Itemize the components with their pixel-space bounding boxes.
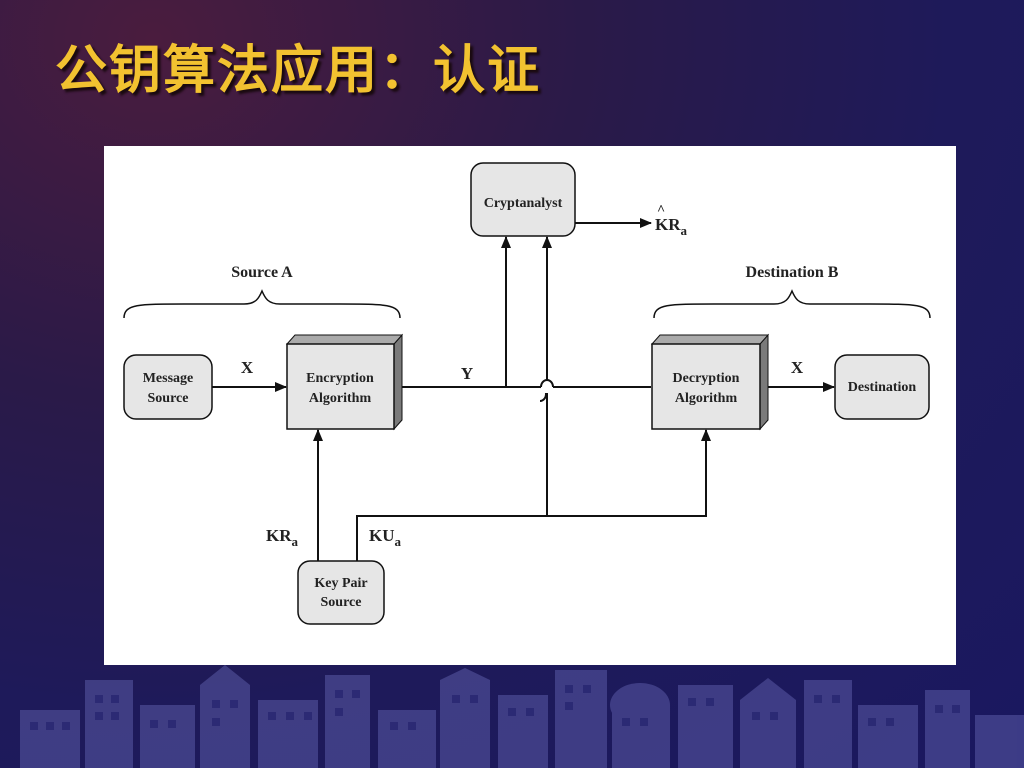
diagram-panel: Source A Destination B Message Source En… <box>104 146 956 665</box>
authentication-diagram: Source A Destination B Message Source En… <box>123 162 931 625</box>
source-a-label: Source A <box>231 264 293 281</box>
cryptanalyst-label: Cryptanalyst <box>484 196 563 211</box>
hop-gap <box>541 381 553 393</box>
estimated-key-base: KR <box>655 215 681 234</box>
encryption-line2: Algorithm <box>309 391 372 406</box>
destination-b-brace <box>653 289 931 319</box>
plaintext-in-label: X <box>241 358 254 377</box>
public-key-line <box>356 429 711 561</box>
source-a-brace <box>123 289 401 319</box>
private-key-sub: a <box>292 534 299 549</box>
slide-title: 公钥算法应用：认证 <box>55 41 542 101</box>
decryption-line1: Decryption <box>673 371 740 386</box>
ciphertext-label: Y <box>461 364 473 383</box>
line-hop <box>540 379 554 388</box>
decryption-algorithm-box: Decryption Algorithm <box>650 333 770 431</box>
public-key-label: KUa <box>369 526 402 549</box>
estimated-key-sub: a <box>681 223 688 238</box>
key-pair-line1: Key Pair <box>314 576 367 591</box>
estimated-key-hat: ^ <box>657 203 665 218</box>
key-pair-source-box: Key Pair Source <box>297 560 385 625</box>
encryption-algorithm-box: Encryption Algorithm <box>285 333 404 431</box>
private-key-label: KRa <box>266 526 299 549</box>
encryption-line1: Encryption <box>306 371 374 386</box>
private-key-base: KR <box>266 526 292 545</box>
estimated-key-label: KRa <box>655 215 688 238</box>
destination-b-label: Destination B <box>746 264 839 281</box>
public-key-base: KU <box>369 526 395 545</box>
destination-box: Destination <box>834 354 930 420</box>
decryption-line2: Algorithm <box>675 391 738 406</box>
key-pair-line2: Source <box>321 595 362 610</box>
message-source-line2: Source <box>148 391 189 406</box>
plaintext-out-label: X <box>791 358 804 377</box>
public-key-sub: a <box>395 534 402 549</box>
city-skyline-decoration <box>20 665 1024 768</box>
message-source-line1: Message <box>143 371 194 386</box>
destination-label: Destination <box>848 380 917 395</box>
ciphertext-line <box>402 386 651 402</box>
cryptanalyst-box: Cryptanalyst <box>470 162 576 237</box>
message-source-box: Message Source <box>123 354 213 420</box>
